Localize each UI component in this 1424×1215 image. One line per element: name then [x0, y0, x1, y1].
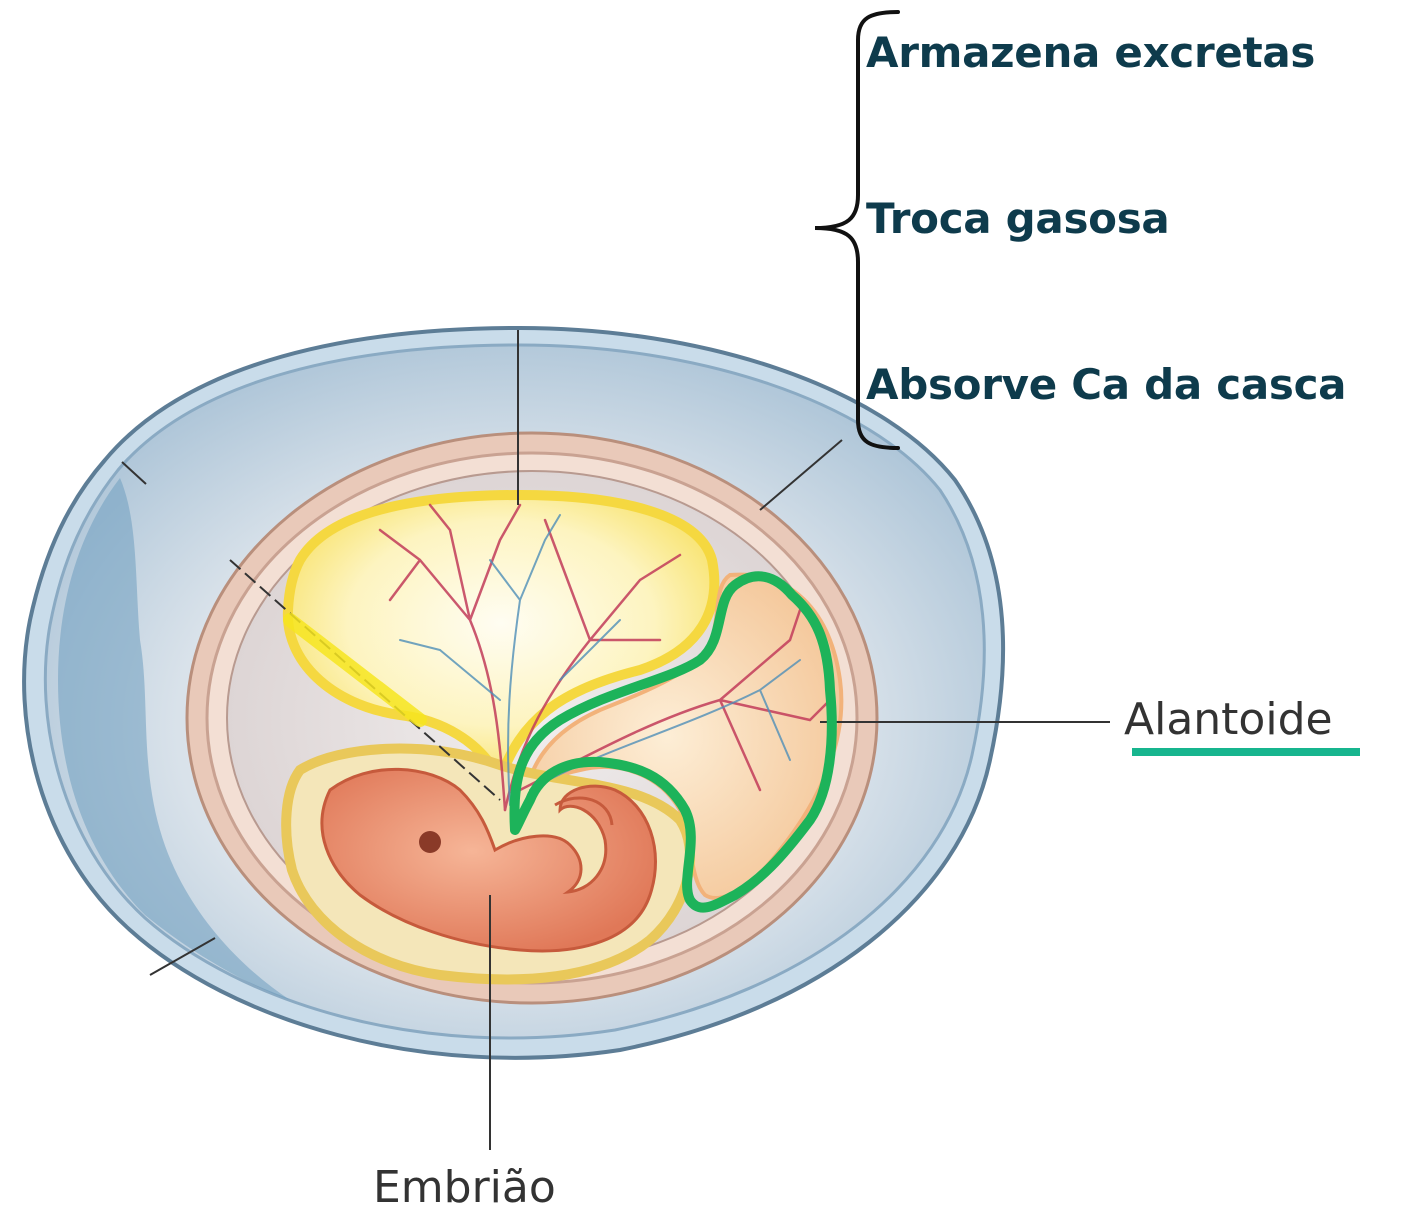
alantoide-underline: [1132, 748, 1360, 756]
function-armazena-excretas: Armazena excretas: [866, 28, 1315, 78]
embriao-label: Embrião: [373, 1162, 556, 1214]
function-troca-gasosa: Troca gasosa: [866, 194, 1169, 244]
function-absorve-ca-da-casca: Absorve Ca da casca: [866, 360, 1346, 410]
alantoide-label: Alantoide: [1124, 694, 1333, 746]
